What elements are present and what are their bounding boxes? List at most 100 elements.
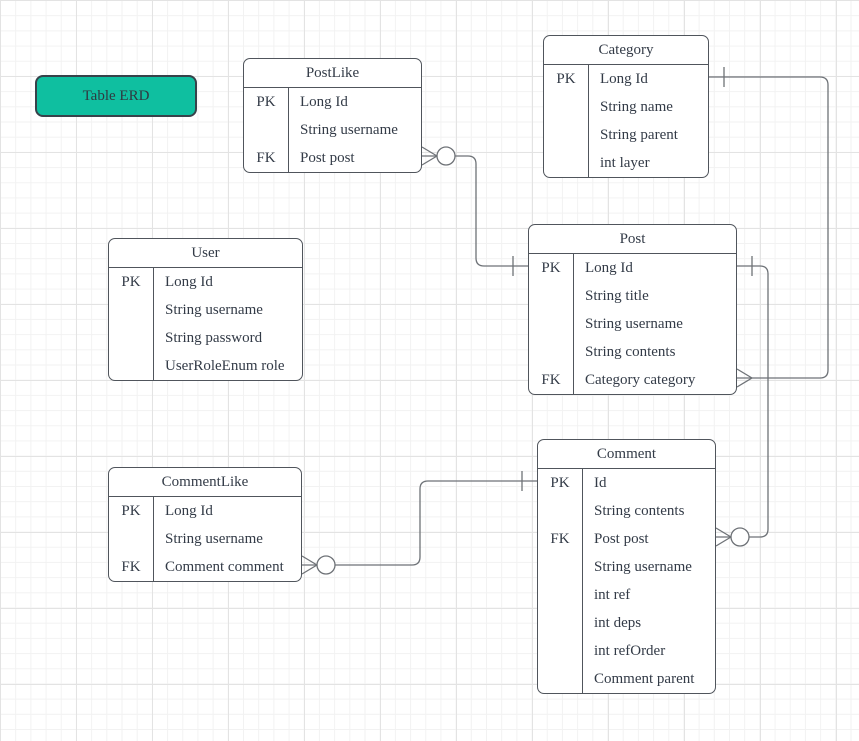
row-field: UserRoleEnum role [165,358,285,374]
row-key [538,497,583,525]
connector-line[interactable] [302,480,537,566]
crowfoot-circle-marker [301,555,336,575]
row-key: FK [109,553,154,581]
row-key: PK [529,254,574,282]
row-field: Long Id [165,503,213,519]
entity-title[interactable]: PostLike [244,59,421,88]
entity-row[interactable]: String title [529,282,736,310]
row-field: String title [585,288,649,304]
connector-line[interactable] [422,155,528,267]
entity-row[interactable]: String contents [529,338,736,366]
connector-line[interactable] [716,265,769,538]
crowfoot-circle-marker [715,527,750,547]
row-key [538,581,583,609]
entity-row[interactable]: String password [109,324,302,352]
row-field: int deps [594,615,642,631]
row-key: PK [109,497,154,525]
entity-row[interactable]: String parent [544,121,708,149]
crowfoot-circle-marker [421,146,456,166]
entity-row[interactable]: String username [538,553,715,581]
row-field: String username [594,559,692,575]
row-key: PK [244,88,289,116]
entity-row[interactable]: String username [529,310,736,338]
row-field: Post post [300,150,355,166]
row-key: PK [109,268,154,296]
connector-line[interactable] [709,76,829,379]
row-key [538,665,583,693]
row-field: int refOrder [594,643,666,659]
title-box-label: Table ERD [82,87,150,104]
entity-row[interactable]: String username [109,525,301,553]
entity-row[interactable]: int layer [544,149,708,177]
row-key: PK [538,469,583,497]
row-key [109,296,154,324]
entity-row[interactable]: int ref [538,581,715,609]
row-field: String name [600,99,673,115]
row-key [109,324,154,352]
crowfoot-marker [736,368,753,388]
row-key [109,525,154,553]
row-field: Comment comment [165,559,284,575]
entity-title[interactable]: CommentLike [109,468,301,497]
row-field: Long Id [300,94,348,110]
entity-row[interactable]: PK Long Id [109,268,302,296]
row-field: String password [165,330,263,346]
entity-title[interactable]: Comment [538,440,715,469]
row-field: String contents [594,503,685,519]
entity-row[interactable]: String username [109,296,302,324]
entity-row[interactable]: String contents [538,497,715,525]
connector-post-comment[interactable] [715,256,769,547]
row-key [538,609,583,637]
entity-row[interactable]: PK Long Id [529,254,736,282]
entity-row[interactable]: FK Post post [538,525,715,553]
entity-row[interactable]: int refOrder [538,637,715,665]
entity-row[interactable]: PK Id [538,469,715,497]
row-field: Category category [585,372,696,388]
row-field: Post post [594,531,649,547]
entity-row[interactable]: FK Comment comment [109,553,301,581]
row-key [544,93,589,121]
row-key: FK [538,525,583,553]
entity-row[interactable]: int deps [538,609,715,637]
row-key: FK [244,144,289,172]
row-key [529,282,574,310]
row-field: String username [300,122,398,138]
row-field: String contents [585,344,676,360]
row-key [538,553,583,581]
entity-title[interactable]: Category [544,36,708,65]
row-key [544,149,589,177]
row-field: Long Id [585,260,633,276]
entity-row[interactable]: PK Long Id [244,88,421,116]
row-field: String username [165,531,263,547]
entity-title[interactable]: Post [529,225,736,254]
entity-row[interactable]: String name [544,93,708,121]
title-box[interactable]: Table ERD [35,75,197,117]
entity-row[interactable]: PK Long Id [109,497,301,525]
row-field: Long Id [165,274,213,290]
connector-postlike-post[interactable] [421,146,528,276]
row-field: String username [165,302,263,318]
connector-category-post[interactable] [709,67,829,388]
row-field: String username [585,316,683,332]
entity-row[interactable]: UserRoleEnum role [109,352,302,380]
row-field: Id [594,475,607,491]
entity-row[interactable]: String username [244,116,421,144]
entity-row[interactable]: FK Post post [244,144,421,172]
connector-commentlike-comment[interactable] [301,471,537,575]
row-key [538,637,583,665]
row-key: PK [544,65,589,93]
entity-title[interactable]: User [109,239,302,268]
row-field: String parent [600,127,678,143]
entity-row[interactable]: Comment parent [538,665,715,693]
row-key [244,116,289,144]
